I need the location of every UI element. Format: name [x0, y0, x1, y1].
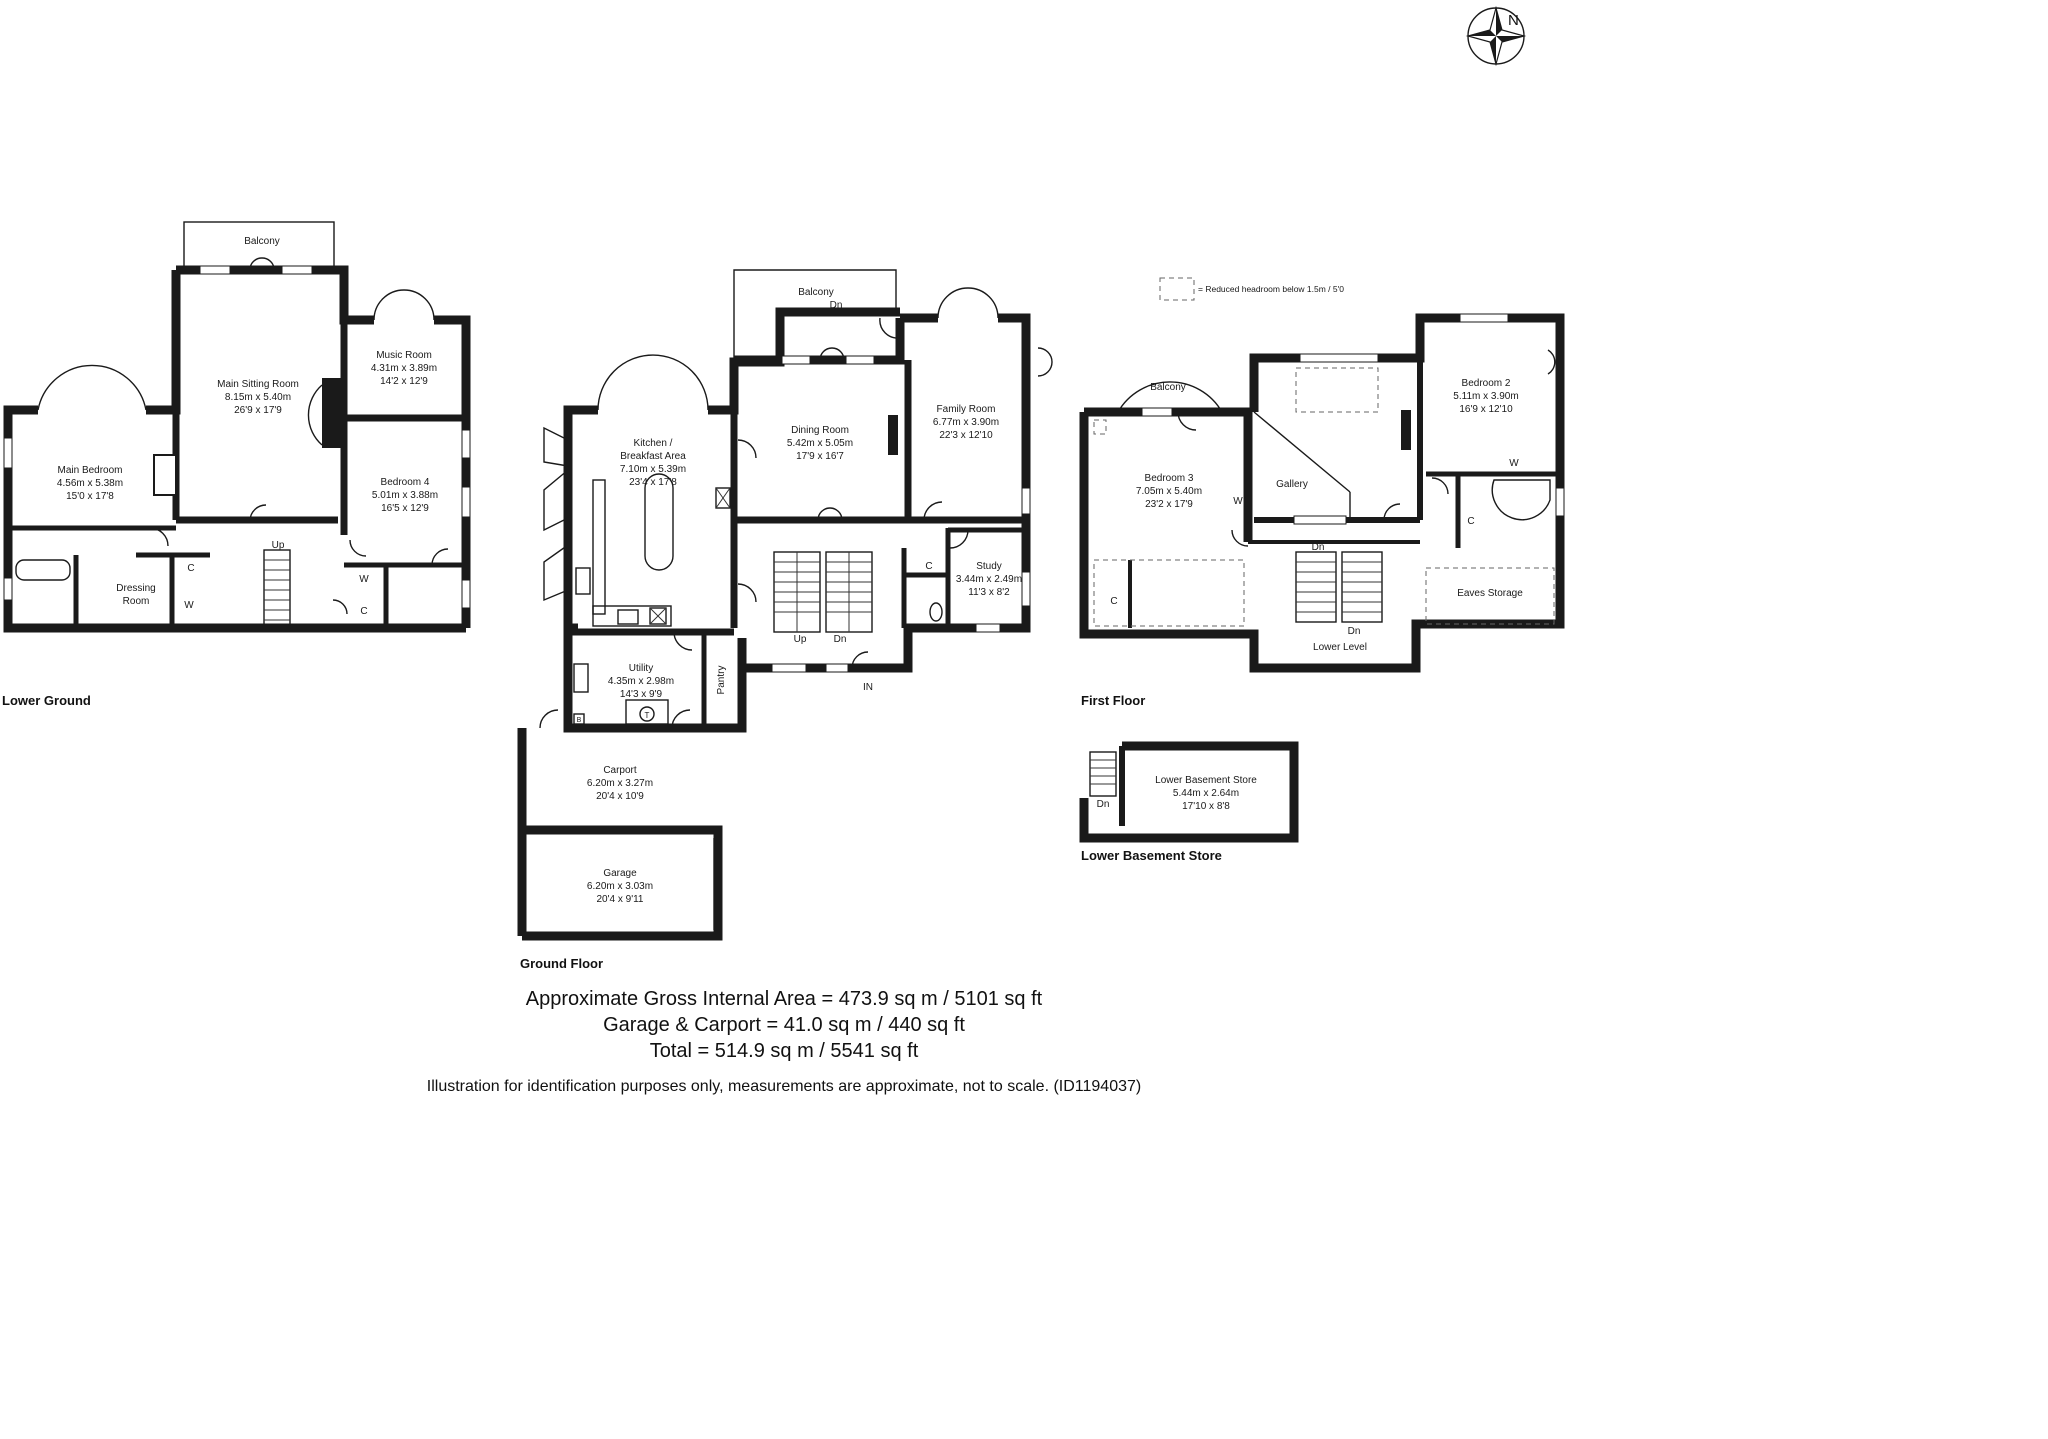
main-bedroom-metric: 4.56m x 5.38m: [57, 478, 123, 489]
gf-balcony-dn: Dn: [830, 300, 843, 311]
carport-metric: 6.20m x 3.27m: [587, 778, 653, 789]
study-name: Study: [976, 561, 1002, 572]
compass-icon: N: [1465, 5, 1527, 67]
bedroom4-metric: 5.01m x 3.88m: [372, 490, 438, 501]
lower-level-label: Lower Level: [1313, 642, 1367, 653]
bedroom3-name: Bedroom 3: [1145, 473, 1194, 484]
main-bedroom-imperial: 15'0 x 17'8: [66, 491, 114, 502]
bedroom2-imperial: 16'9 x 12'10: [1459, 404, 1513, 415]
basement-store-imperial: 17'10 x 8'8: [1182, 801, 1230, 812]
ff-wardrobe-w1: W: [1233, 496, 1243, 507]
ff-cupboard-c1: C: [1110, 596, 1117, 607]
total-area: Total = 514.9 sq m / 5541 sq ft: [649, 1040, 919, 1062]
legend: = Reduced headroom below 1.5m / 5'0: [1159, 277, 1344, 301]
lg-cupboard-c1: C: [187, 563, 194, 574]
ff-stairs-dn2: Dn: [1348, 626, 1361, 637]
lower-basement-title: Lower Basement Store: [1081, 848, 1222, 863]
carport-name: Carport: [603, 765, 637, 776]
family-room-imperial: 22'3 x 12'10: [939, 430, 993, 441]
hob-icon: [617, 609, 639, 625]
first-floor-title: First Floor: [1081, 693, 1145, 708]
disclaimer: Illustration for identification purposes…: [426, 1078, 1142, 1095]
kitchen-metric: 7.10m x 5.39m: [620, 464, 686, 475]
kitchen-island: [644, 473, 674, 571]
boiler-icon: [639, 706, 655, 722]
utility-t: T: [645, 711, 650, 720]
garage-area: Garage & Carport = 41.0 sq m / 440 sq ft: [603, 1014, 965, 1036]
ff-wardrobe-w2: W: [1509, 458, 1519, 469]
garage-metric: 6.20m x 3.03m: [587, 881, 653, 892]
basement-store-name: Lower Basement Store: [1155, 775, 1257, 786]
compass-north-label: N: [1508, 12, 1519, 29]
gf-cupboard-c: C: [925, 561, 932, 572]
bedroom3-metric: 7.05m x 5.40m: [1136, 486, 1202, 497]
utility-metric: 4.35m x 2.98m: [608, 676, 674, 687]
basement-store-metric: 5.44m x 2.64m: [1173, 788, 1239, 799]
lower-ground-plan: [3, 221, 471, 633]
bath-icon: [15, 559, 71, 581]
lower-ground-title: Lower Ground: [2, 693, 91, 708]
dining-room-metric: 5.42m x 5.05m: [787, 438, 853, 449]
kitchen-name2: Breakfast Area: [620, 451, 686, 462]
lg-wardrobe-w2: W: [359, 574, 369, 585]
dressing-room-name1: Dressing: [116, 583, 155, 594]
utility-name: Utility: [629, 663, 653, 674]
ff-balcony-label: Balcony: [1150, 382, 1186, 393]
family-room-metric: 6.77m x 3.90m: [933, 417, 999, 428]
main-sitting-imperial: 26'9 x 17'9: [234, 405, 282, 416]
corner-bath-icon: [1491, 479, 1551, 521]
carport-imperial: 20'4 x 10'9: [596, 791, 644, 802]
dining-room-imperial: 17'9 x 16'7: [796, 451, 844, 462]
bedroom4-imperial: 16'5 x 12'9: [381, 503, 429, 514]
lg-stairs-up: Up: [272, 540, 285, 551]
utility-b: B: [577, 717, 582, 724]
gf-balcony-label: Balcony: [798, 287, 834, 298]
main-bedroom-name: Main Bedroom: [57, 465, 122, 476]
bedroom2-metric: 5.11m x 3.90m: [1453, 391, 1518, 402]
kitchen-name1: Kitchen /: [634, 438, 673, 449]
kitchen-imperial: 23'4 x 17'8: [629, 477, 677, 488]
eaves-storage-label: Eaves Storage: [1457, 588, 1523, 599]
utility-imperial: 14'3 x 9'9: [620, 689, 663, 700]
ff-stairs-dn1: Dn: [1312, 542, 1325, 553]
gallery-label: Gallery: [1276, 479, 1308, 490]
pantry-label: Pantry: [716, 666, 727, 695]
basement-stairs-dn: Dn: [1097, 799, 1110, 810]
stairs-ground: [773, 551, 873, 633]
gf-stairs-dn: Dn: [834, 634, 847, 645]
bedroom3-imperial: 23'2 x 17'9: [1145, 499, 1193, 510]
main-sitting-name: Main Sitting Room: [217, 379, 299, 390]
gf-stairs-up: Up: [794, 634, 807, 645]
main-sitting-metric: 8.15m x 5.40m: [225, 392, 291, 403]
study-metric: 3.44m x 2.49m: [956, 574, 1022, 585]
ff-cupboard-c2: C: [1467, 516, 1474, 527]
music-room-imperial: 14'2 x 12'9: [380, 376, 428, 387]
garage-imperial: 20'4 x 9'11: [596, 894, 643, 905]
entrance-in: IN: [863, 682, 873, 693]
family-room-name: Family Room: [937, 404, 996, 415]
music-room-metric: 4.31m x 3.89m: [371, 363, 437, 374]
lg-cupboard-c2: C: [360, 606, 367, 617]
bedroom2-name: Bedroom 2: [1462, 378, 1511, 389]
ground-floor-plan: [517, 269, 1053, 941]
stairs-first-floor: [1295, 551, 1383, 623]
lg-wardrobe-w1: W: [184, 600, 194, 611]
bedroom4-name: Bedroom 4: [381, 477, 430, 488]
dining-room-name: Dining Room: [791, 425, 849, 436]
floor-plan: N = Reduced headroom below 1.5m / 5'0: [2, 5, 1565, 971]
lg-balcony-label: Balcony: [244, 236, 280, 247]
legend-label: = Reduced headroom below 1.5m / 5'0: [1198, 284, 1344, 294]
ground-floor-title: Ground Floor: [520, 956, 603, 971]
dressing-room-name2: Room: [123, 596, 150, 607]
gross-area: Approximate Gross Internal Area = 473.9 …: [525, 988, 1043, 1010]
music-room-name: Music Room: [376, 350, 432, 361]
garage-name: Garage: [603, 868, 637, 879]
first-floor-plan: [1079, 313, 1565, 673]
stairs-lower-ground: [263, 549, 291, 629]
study-imperial: 11'3 x 8'2: [968, 587, 1010, 598]
sink-icon: [575, 567, 591, 595]
lower-basement-plan: [1079, 741, 1299, 843]
